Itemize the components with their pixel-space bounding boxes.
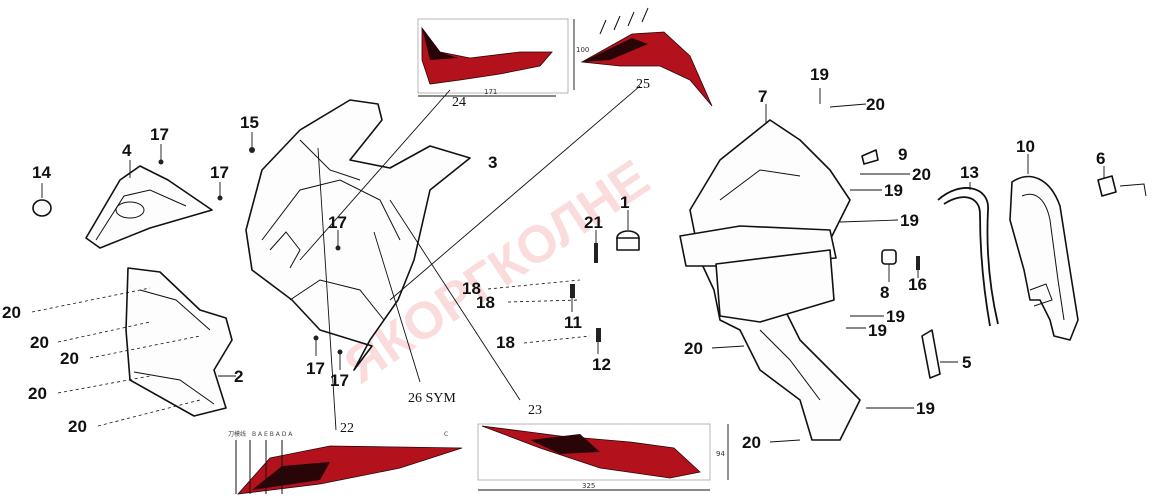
label-part-20i: 20 — [742, 433, 761, 452]
label-part-3: 3 — [488, 153, 497, 172]
part-2-lower-panel — [125, 267, 236, 417]
label-part-19e: 19 — [868, 321, 887, 340]
part-6-bracket — [1097, 166, 1147, 197]
decal-leaders — [299, 85, 641, 431]
label-part-10: 10 — [1016, 137, 1035, 156]
part-16-screw — [916, 256, 920, 278]
label-part-8: 8 — [880, 283, 889, 302]
label-part-20b: 20 — [30, 333, 49, 352]
label-part-1: 1 — [620, 193, 629, 212]
label-part-11: 11 — [564, 313, 582, 332]
fasteners — [31, 88, 914, 443]
label-part-20e: 20 — [68, 417, 87, 436]
label-part-21: 21 — [584, 213, 603, 232]
part-11-clip — [570, 284, 575, 312]
label-part-5: 5 — [962, 353, 971, 372]
part-12-clip — [596, 328, 601, 354]
label-part-17b: 17 — [210, 163, 229, 182]
label-part-25: 25 — [636, 77, 650, 92]
decal-25 — [580, 7, 713, 107]
label-part-18c: 18 — [496, 333, 515, 352]
label-part-13: 13 — [960, 163, 979, 182]
label-part-4: 4 — [122, 141, 132, 160]
decal-23: 325 94 — [477, 423, 729, 491]
label-part-14: 14 — [32, 163, 51, 182]
part-3-front-cowl — [245, 99, 471, 371]
label-part-20h: 20 — [684, 339, 703, 358]
label-part-22: 22 — [340, 421, 354, 436]
part-21-screw — [594, 230, 598, 263]
label-part-15: 15 — [240, 113, 259, 132]
label-part-19b: 19 — [884, 181, 903, 200]
label-part-19f: 19 — [916, 399, 935, 418]
label-part-20a: 20 — [2, 303, 21, 322]
label-part-12: 12 — [592, 355, 611, 374]
label-part-20f: 20 — [866, 95, 885, 114]
callouts: 14 4 17 17 15 17 3 20 20 20 20 20 2 17 1… — [2, 65, 1105, 452]
label-part-17c: 17 — [328, 213, 347, 232]
label-part-17a: 17 — [150, 125, 169, 144]
label-part-26: 26 SYM — [408, 391, 456, 406]
decal-24: 171 100 — [417, 18, 589, 97]
decal-24-height: 100 — [576, 46, 589, 54]
part-13-rubber-strip — [937, 182, 999, 327]
decal-22-ref-a: 刀模线 — [228, 430, 246, 438]
decal-22-ref-b: B A E B A D A — [252, 431, 293, 438]
decal-22-ref-c: C — [444, 431, 448, 438]
label-part-18a: 18 — [462, 279, 481, 298]
label-part-6: 6 — [1096, 149, 1105, 168]
decal-24-width: 171 — [484, 88, 497, 96]
label-part-23: 23 — [528, 403, 542, 418]
label-part-20g: 20 — [912, 165, 931, 184]
part-14-cap — [32, 183, 52, 217]
part-9-clip — [861, 149, 879, 165]
label-part-19a: 19 — [810, 65, 829, 84]
label-part-2: 2 — [234, 367, 243, 386]
label-part-18b: 18 — [476, 293, 495, 312]
part-7-inner-panel — [679, 104, 861, 441]
label-part-17d: 17 — [306, 359, 325, 378]
part-10-side-rail — [1009, 154, 1079, 341]
decal-23-width: 325 — [582, 482, 595, 490]
decal-22: 刀模线 B A E B A D A C — [228, 430, 463, 495]
label-part-19c: 19 — [900, 211, 919, 230]
label-part-20c: 20 — [60, 349, 79, 368]
label-part-9: 9 — [898, 145, 907, 164]
label-part-19d: 19 — [886, 307, 905, 326]
decal-23-height: 94 — [716, 450, 725, 458]
label-part-7: 7 — [758, 87, 767, 106]
label-part-24: 24 — [452, 95, 466, 110]
part-4-top-cover — [85, 160, 213, 249]
part-1-grommet — [616, 210, 640, 251]
label-part-20d: 20 — [28, 384, 47, 403]
label-part-16: 16 — [908, 275, 927, 294]
label-part-17e: 17 — [330, 371, 349, 390]
part-8-nut — [881, 249, 897, 282]
part-5-reflector — [921, 329, 958, 379]
